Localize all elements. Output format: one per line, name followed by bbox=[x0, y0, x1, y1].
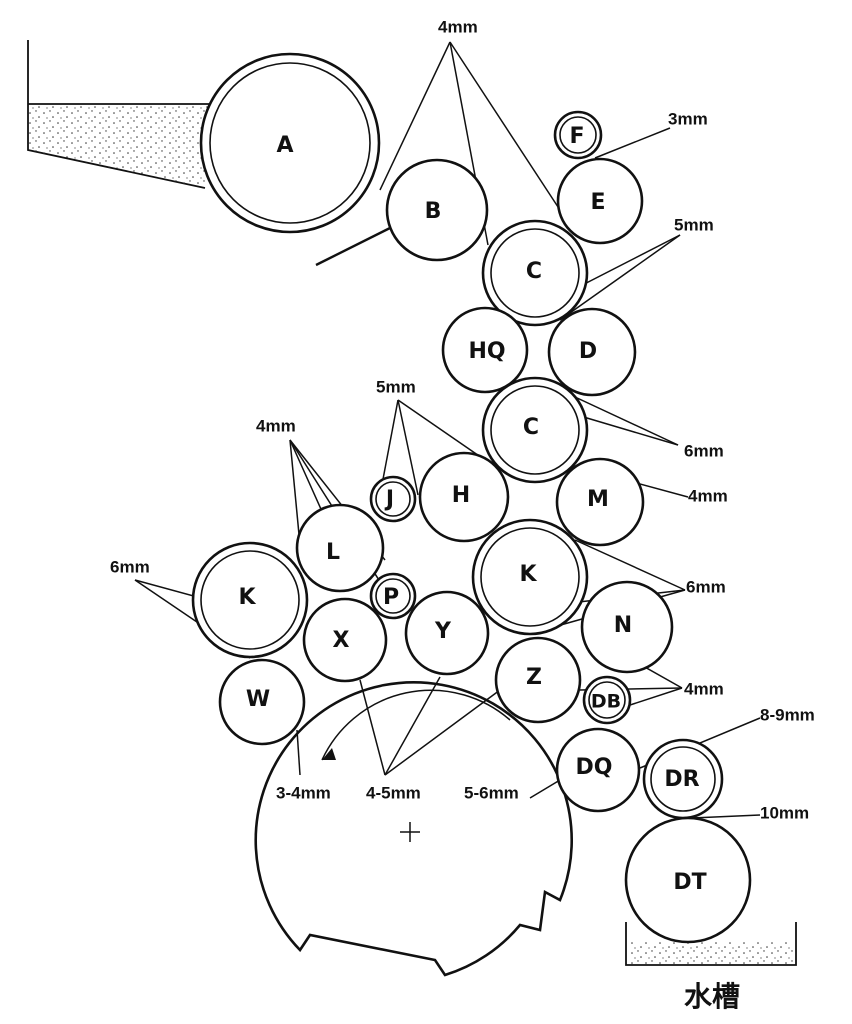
roller-A-label: A bbox=[276, 133, 293, 158]
roller-HQ: HQ bbox=[441, 306, 529, 394]
gap-4mm-m: 4mm bbox=[688, 486, 728, 505]
roller-DB: DB bbox=[582, 675, 632, 725]
roller-M-label: M bbox=[587, 487, 609, 512]
roller-D-label: D bbox=[579, 339, 597, 364]
gap-3mm: 3mm bbox=[668, 109, 708, 128]
roller-DQ-label: DQ bbox=[576, 755, 613, 780]
gap-4-5mm: 4-5mm bbox=[366, 783, 421, 802]
roller-DR: DR bbox=[642, 738, 724, 820]
water-tank-label: 水槽 bbox=[684, 980, 740, 1013]
roller-DB-label: DB bbox=[591, 691, 621, 713]
gap-labels: 4mm 3mm 5mm 6mm 4mm 5mm 4mm 6mm 6mm 4mm … bbox=[110, 17, 815, 822]
roller-J-label: J bbox=[384, 487, 394, 512]
roller-H: H bbox=[418, 451, 510, 543]
roller-L-label: L bbox=[326, 540, 340, 565]
roller-J: J bbox=[369, 475, 417, 523]
doctor-blade bbox=[315, 226, 391, 267]
roller-F-label: F bbox=[569, 124, 584, 149]
roller-DT-label: DT bbox=[673, 870, 706, 895]
roller-K-left-label: K bbox=[238, 585, 256, 610]
gap-4mm-top: 4mm bbox=[438, 17, 478, 36]
gap-4mm-db: 4mm bbox=[684, 679, 724, 698]
roller-C-upper-label: C bbox=[526, 259, 542, 284]
roller-P-label: P bbox=[383, 585, 399, 610]
roller-A: A bbox=[199, 52, 381, 234]
roller-K-center: K bbox=[471, 518, 589, 636]
gap-5-6mm: 5-6mm bbox=[464, 783, 519, 802]
roller-N: N bbox=[580, 580, 674, 674]
roller-K-center-label: K bbox=[519, 562, 537, 587]
roller-P: P bbox=[369, 572, 417, 620]
roller-B-label: B bbox=[425, 199, 442, 224]
roller-DQ: DQ bbox=[555, 727, 641, 813]
roller-M: M bbox=[555, 457, 645, 547]
gap-6mm-c: 6mm bbox=[684, 441, 724, 460]
roller-X: X bbox=[302, 597, 388, 683]
gap-3-4mm: 3-4mm bbox=[276, 783, 331, 802]
roller-B: B bbox=[385, 158, 489, 262]
roller-W-label: W bbox=[246, 687, 270, 712]
roller-H-label: H bbox=[452, 483, 470, 508]
gap-10mm: 10mm bbox=[760, 803, 809, 822]
gap-5mm-mid: 5mm bbox=[376, 377, 416, 396]
roller-E-label: E bbox=[590, 190, 605, 215]
roller-N-label: N bbox=[614, 613, 632, 638]
gap-5mm-right: 5mm bbox=[674, 215, 714, 234]
water-tank bbox=[625, 922, 797, 966]
roller-C-upper: C bbox=[481, 219, 589, 327]
main-drum bbox=[254, 681, 574, 977]
roller-DR-label: DR bbox=[664, 767, 699, 792]
roller-DT: DT bbox=[624, 816, 752, 944]
gap-8-9mm: 8-9mm bbox=[760, 705, 815, 724]
roller-C-lower-label: C bbox=[523, 415, 539, 440]
roller-D: D bbox=[547, 307, 637, 397]
roller-HQ-label: HQ bbox=[468, 339, 505, 364]
roller-L: L bbox=[295, 503, 385, 593]
roller-K-left: K bbox=[191, 541, 309, 659]
gap-6mm-right: 6mm bbox=[686, 577, 726, 596]
roller-X-label: X bbox=[333, 628, 350, 653]
roller-F: F bbox=[553, 110, 603, 160]
feed-tray bbox=[27, 40, 210, 189]
roller-Z-label: Z bbox=[526, 665, 542, 690]
roller-Z: Z bbox=[494, 636, 582, 724]
roller-W: W bbox=[218, 658, 306, 746]
roller-C-lower: C bbox=[481, 376, 589, 484]
roller-E: E bbox=[556, 157, 644, 245]
roller-Y: Y bbox=[404, 590, 490, 676]
roller-Y-label: Y bbox=[434, 619, 452, 644]
gap-4mm-left: 4mm bbox=[256, 416, 296, 435]
gap-6mm-left: 6mm bbox=[110, 557, 150, 576]
